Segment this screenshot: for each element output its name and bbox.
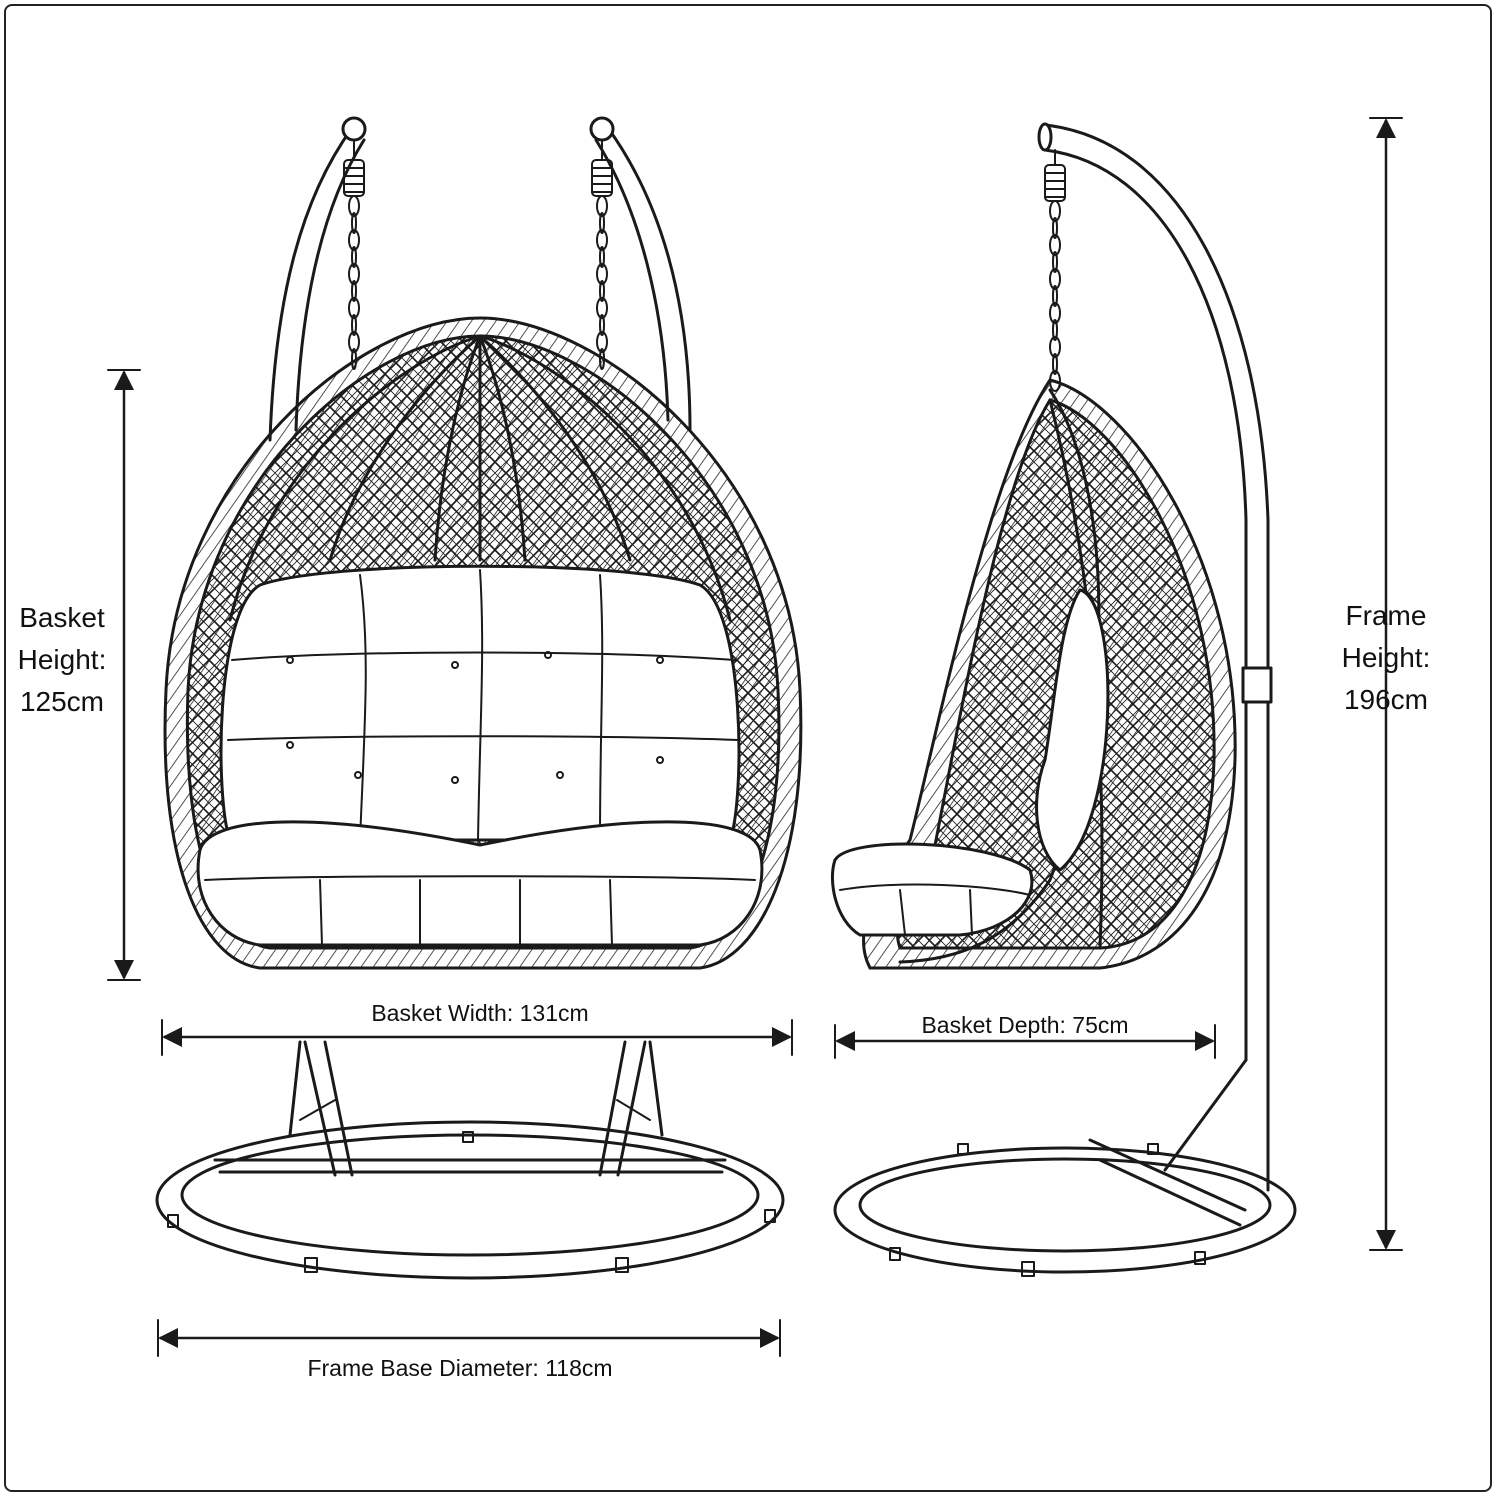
- side-view-swing: [831, 122, 1297, 1277]
- chain-right-link: [599, 280, 605, 302]
- hook-knob-left: [341, 116, 367, 142]
- frame-pole-inner: [1043, 148, 1248, 1062]
- frame-pole-outer: [1043, 123, 1270, 1062]
- back-cushion-tufts: [227, 569, 739, 841]
- leg-left-b: [323, 1040, 354, 1177]
- spring-right: [591, 141, 613, 197]
- dimension-lines: [107, 117, 1403, 1357]
- chain-left-link: [348, 331, 360, 353]
- basket-ribs-front: [228, 334, 732, 622]
- chain-right-link: [599, 212, 605, 234]
- front-view-base: [155, 1040, 785, 1280]
- chain-right-link: [596, 331, 608, 353]
- pole-foot-beam: [1088, 1138, 1247, 1227]
- dim-frame-height: [1369, 117, 1403, 1251]
- base-ring-inner: [180, 1133, 760, 1257]
- chain-left-link: [351, 314, 357, 336]
- frame-arm-right: [606, 126, 692, 432]
- chain-side-link: [1049, 234, 1061, 256]
- back-cushion-front: [219, 564, 741, 842]
- pole-foot-brace: [1163, 1058, 1270, 1192]
- label-basket-height-line3: 125cm: [19, 686, 105, 717]
- chain-side-link: [1052, 285, 1058, 307]
- seat-cushion-side-tufts: [839, 883, 1031, 936]
- chain-left-link: [348, 263, 360, 285]
- label-frame-base-diameter: Frame Base Diameter: 118cm: [307, 1355, 613, 1381]
- frame-arm-left: [268, 126, 354, 442]
- label-frame-height-line3: 196cm: [1343, 684, 1429, 715]
- chain-right-link: [599, 314, 605, 336]
- chain-side-link: [1049, 268, 1061, 290]
- back-cushion-side: [1035, 588, 1110, 872]
- chain-side-link: [1049, 200, 1061, 222]
- dim-frame-base-diameter: [157, 1319, 781, 1357]
- pole-joint: [1241, 666, 1273, 704]
- chain-side-link: [1049, 302, 1061, 324]
- chain-side-link: [1052, 217, 1058, 239]
- pole-cap: [1037, 122, 1053, 152]
- chain-left-link: [351, 212, 357, 234]
- chain-left-link: [348, 297, 360, 319]
- chain-side-link: [1049, 336, 1061, 358]
- front-view-swing: [163, 116, 803, 970]
- label-basket-height-line1: Basket: [19, 602, 105, 633]
- spring-left: [343, 141, 365, 197]
- chain-left-link: [351, 246, 357, 268]
- label-basket-height-line2: Height:: [17, 644, 107, 675]
- chain-side-link: [1052, 353, 1058, 375]
- label-basket-height: Basket Height: 125cm: [0, 604, 124, 730]
- base-feet-front: [167, 1131, 776, 1273]
- chain-right-link: [596, 229, 608, 251]
- chain-side-link: [1052, 251, 1058, 273]
- outer-border: [4, 4, 1492, 1492]
- dim-basket-depth: [834, 1024, 1216, 1059]
- base-feet-side: [889, 1143, 1206, 1277]
- base-crossbar: [213, 1158, 727, 1174]
- dim-basket-height: [107, 369, 141, 981]
- label-basket-width: Basket Width: 131cm: [371, 1000, 589, 1026]
- chain-right-link: [599, 246, 605, 268]
- leg-right-a: [598, 1040, 627, 1177]
- basket-weave-side: [895, 398, 1216, 950]
- label-frame-height-line1: Frame: [1345, 600, 1427, 631]
- base-ring-outer: [155, 1120, 785, 1280]
- chain-right: [596, 195, 608, 370]
- leg-brace-left: [299, 1099, 336, 1121]
- chain-side-link: [1052, 319, 1058, 341]
- chain-right-link: [596, 263, 608, 285]
- leg-brace-right: [616, 1099, 651, 1121]
- side-base-ring-inner: [858, 1157, 1272, 1253]
- seat-cushion-tufts: [204, 875, 756, 946]
- chain-left-link: [351, 280, 357, 302]
- chain-left: [348, 195, 360, 370]
- hook-knob-right: [589, 116, 615, 142]
- chain-left-link: [348, 229, 360, 251]
- label-frame-height: Frame Height: 196cm: [1318, 602, 1454, 728]
- dim-basket-width: [161, 1019, 793, 1056]
- leg-left-outer: [288, 1040, 302, 1137]
- spring-side: [1044, 149, 1066, 202]
- seat-cushion-side: [831, 842, 1034, 937]
- chain-right-link: [596, 297, 608, 319]
- leg-right-outer: [648, 1040, 664, 1137]
- chain-right-link: [596, 195, 608, 217]
- label-basket-depth: Basket Depth: 75cm: [921, 1012, 1129, 1038]
- chain-side: [1049, 200, 1061, 392]
- label-frame-height-line2: Height:: [1341, 642, 1431, 673]
- chain-left-link: [348, 195, 360, 217]
- seat-cushion-front: [196, 820, 764, 947]
- side-base-ring-outer: [833, 1146, 1297, 1274]
